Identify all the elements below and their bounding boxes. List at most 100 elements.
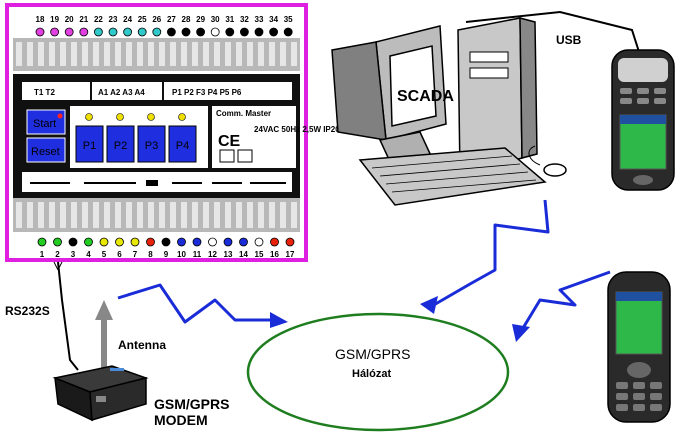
top-terminal-number: 35 <box>284 15 293 24</box>
terminal-strip-top <box>13 38 300 71</box>
reset-button[interactable] <box>26 137 66 163</box>
rail-tick <box>93 42 99 66</box>
rail-tick <box>203 42 209 66</box>
top-terminal-led <box>152 27 162 37</box>
pc-screen <box>389 45 437 127</box>
top-terminal-led <box>137 27 147 37</box>
rail-tick <box>115 202 121 228</box>
bottom-terminal-led <box>239 237 248 247</box>
program-button-p4[interactable] <box>168 125 197 163</box>
top-terminal-number: 26 <box>152 15 161 24</box>
program-button-p3[interactable] <box>137 125 166 163</box>
rail-tick <box>38 42 44 66</box>
bottom-terminal-number: 13 <box>224 250 233 259</box>
program-led <box>116 113 124 121</box>
rail-tick <box>181 42 187 66</box>
top-terminal-led <box>166 27 176 37</box>
radio-links <box>117 199 611 342</box>
rail-ticks-top <box>16 42 297 66</box>
rail-tick <box>181 202 187 228</box>
program-button-p2[interactable] <box>106 125 135 163</box>
top-terminal-led <box>123 27 132 37</box>
radio-link-modem <box>117 283 278 324</box>
cert-box <box>219 149 235 163</box>
pc-mouse <box>543 163 567 177</box>
top-terminal-led <box>108 27 118 37</box>
rail-tick <box>27 42 33 66</box>
rail-tick <box>236 202 242 228</box>
bottom-terminal-number: 16 <box>270 250 279 259</box>
rail-tick <box>49 42 55 66</box>
top-terminal-number: 23 <box>109 15 118 24</box>
program-button-label: P1 <box>83 140 96 152</box>
rail-tick <box>214 42 220 66</box>
top-terminal-number: 25 <box>138 15 147 24</box>
rail-tick <box>16 42 22 66</box>
header-box-left <box>22 82 90 100</box>
bottom-terminal-led <box>115 237 124 247</box>
bottom-terminal-led <box>177 237 186 247</box>
rail-tick <box>236 42 242 66</box>
top-terminal-led <box>283 27 293 37</box>
bottom-terminal-led <box>53 237 62 247</box>
info-panel <box>212 106 296 168</box>
top-terminal-led <box>225 27 235 37</box>
bottom-terminal-number: 10 <box>177 250 186 259</box>
start-button-label: Start <box>33 118 56 130</box>
rail-tick <box>126 42 132 66</box>
rail-tick <box>93 202 99 228</box>
bottom-terminal-number: 15 <box>255 250 264 259</box>
rs232-branch <box>57 261 63 271</box>
bottom-terminal-led <box>270 237 279 247</box>
bottom-terminal-number: 1 <box>40 250 45 259</box>
rail-tick <box>258 42 264 66</box>
start-indicator-led <box>57 113 63 119</box>
bottom-terminal-led <box>37 237 47 247</box>
network-subtitle: Hálózat <box>352 368 392 380</box>
bottom-terminal-number: 17 <box>286 250 295 259</box>
header-mid-text: A1 A2 A3 A4 <box>98 88 145 97</box>
bottom-terminal-led <box>99 237 109 247</box>
reset-button-label: Reset <box>31 146 60 158</box>
rail-tick <box>247 42 253 66</box>
top-terminal-number: 18 <box>36 15 45 24</box>
rs232-branch <box>53 261 59 271</box>
rail-tick <box>247 202 253 228</box>
network-title: GSM/GPRS <box>335 346 411 362</box>
bottom-terminal-led <box>161 237 171 247</box>
bottom-terminal-led <box>208 237 217 247</box>
bottom-terminal-number: 12 <box>208 250 217 259</box>
radio-link-modem-arrowhead <box>270 312 288 328</box>
program-button-p1[interactable] <box>75 125 104 163</box>
top-terminal-number: 24 <box>123 15 132 24</box>
bottom-terminal-number: 7 <box>133 250 138 259</box>
rs232-cable <box>57 261 79 371</box>
top-terminal-number: 30 <box>211 15 220 24</box>
rail-tick <box>104 202 110 228</box>
rail-tick <box>192 42 198 66</box>
top-terminal-number: 33 <box>255 15 264 24</box>
program-led <box>147 113 155 121</box>
antenna-label: Antenna <box>118 338 166 352</box>
bottom-terminal-led <box>68 237 78 247</box>
rs232-label: RS232S <box>5 304 50 318</box>
radio-link-phone2-arrowhead <box>512 324 530 342</box>
top-terminal-number: 27 <box>167 15 176 24</box>
program-led <box>85 113 93 121</box>
program-button-label: P2 <box>114 140 127 152</box>
rail-tick <box>60 42 66 66</box>
radio-link-scada-phone <box>431 199 550 308</box>
top-terminal-number: 31 <box>225 15 234 24</box>
mobile-phone-usb <box>611 49 675 191</box>
bottom-terminal-led <box>84 237 93 247</box>
rail-tick <box>137 202 143 228</box>
phone2-screen <box>615 291 663 355</box>
rail-tick <box>82 202 88 228</box>
bottom-terminal-number: 14 <box>239 250 248 259</box>
lower-strip-marks <box>30 180 286 186</box>
bottom-terminal-led <box>146 237 155 247</box>
rail-tick <box>258 202 264 228</box>
rail-tick <box>82 42 88 66</box>
rail-tick <box>203 202 209 228</box>
